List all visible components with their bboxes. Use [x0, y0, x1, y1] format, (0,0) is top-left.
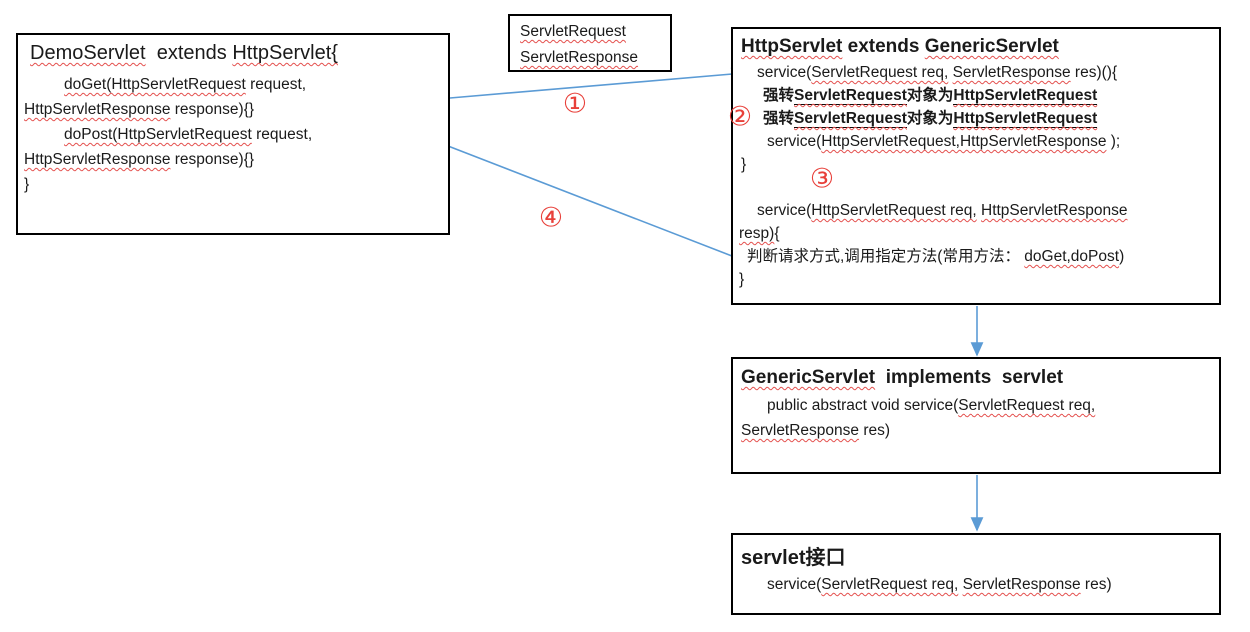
- underlined-term: DemoServlet: [30, 42, 146, 64]
- code-line: HttpServletResponse response){}: [18, 147, 448, 172]
- underlined-term: resp): [739, 225, 775, 242]
- text-run: }: [24, 176, 30, 193]
- text-run: );: [1106, 133, 1121, 150]
- text-run: extends: [145, 42, 233, 64]
- box-servlet-interface-title: servlet接口: [733, 535, 1219, 572]
- underlined-term: ServletRequest req,: [811, 64, 949, 81]
- box-genericservlet-title: GenericServlet implements servlet: [733, 359, 1219, 393]
- box-httpservlet-title: HttpServlet extends GenericServlet: [733, 29, 1219, 61]
- underlined-term: ServletResponse: [741, 422, 860, 439]
- code-line: 强转ServletRequest对象为HttpServletRequest: [733, 107, 1219, 130]
- underlined-term: ServletResponse: [962, 576, 1081, 593]
- text-run: res)(){: [1070, 64, 1118, 81]
- code-line: }: [18, 172, 448, 197]
- underlined-term: ServletResponse: [952, 64, 1071, 81]
- step-number-4: ④: [538, 202, 564, 234]
- code-line: service(HttpServletRequest,HttpServletRe…: [733, 130, 1219, 153]
- text-run: implements servlet: [875, 367, 1064, 388]
- underlined-term: HttpServletResponse: [981, 202, 1128, 219]
- underlined-term: HttpServletResponse: [24, 101, 171, 118]
- text-run: service(: [767, 576, 822, 593]
- text-run: 强转: [763, 87, 795, 104]
- text-run: 对象为: [906, 110, 954, 127]
- box-demoservlet: DemoServlet extends HttpServlet{ doGet(H…: [16, 33, 450, 235]
- text-run: 判断请求方式,调用指定方法(常用方法：: [747, 248, 1025, 265]
- text-run: response){}: [170, 101, 255, 118]
- box-genericservlet-body: public abstract void service(ServletRequ…: [733, 393, 1219, 443]
- text-run: request,: [251, 126, 313, 143]
- text-run: }: [739, 271, 745, 288]
- underlined-term: HttpServletRequest,HttpServletResponse: [821, 133, 1107, 150]
- underlined-term: ServletRequest req,: [821, 576, 959, 593]
- text-run: service(: [757, 64, 812, 81]
- underlined-term: GenericServlet: [924, 36, 1059, 57]
- code-line: resp){: [733, 222, 1219, 245]
- underlined-term: HttpServletRequest: [953, 110, 1098, 128]
- code-line: service(HttpServletRequest req, HttpServ…: [733, 199, 1219, 222]
- underlined-term: HttpServlet{: [232, 42, 338, 64]
- underlined-term: ServletRequest: [794, 87, 907, 105]
- code-line: 判断请求方式,调用指定方法(常用方法： doGet,doPost): [733, 245, 1219, 268]
- step-number-2: ②: [727, 101, 753, 133]
- underlined-term: ServletRequest: [520, 23, 626, 40]
- code-line: }: [733, 268, 1219, 291]
- box-httpservlet: HttpServlet extends GenericServlet servi…: [731, 27, 1221, 305]
- box-genericservlet: GenericServlet implements servlet public…: [731, 357, 1221, 474]
- arrow-step1-demo-to-httpservlet: [449, 67, 746, 99]
- underlined-term: HttpServletResponse: [24, 151, 171, 168]
- box-demoservlet-title: DemoServlet extends HttpServlet{: [18, 35, 448, 72]
- underlined-term: ServletRequest req,: [958, 397, 1096, 414]
- code-line: service(ServletRequest req, ServletRespo…: [733, 572, 1219, 597]
- code-line: ServletResponse: [510, 45, 670, 71]
- text-run: 对象为: [906, 87, 954, 104]
- underlined-term: GenericServlet: [741, 367, 876, 388]
- text-run: service(: [767, 133, 822, 150]
- box-demoservlet-body: doGet(HttpServletRequest request,HttpSer…: [18, 72, 448, 197]
- text-run: 强转: [763, 110, 795, 127]
- underlined-term: HttpServletRequest: [953, 87, 1098, 105]
- text-run: extends: [842, 36, 925, 57]
- code-line: [733, 176, 1219, 199]
- underlined-term: doPost(HttpServletRequest: [64, 126, 252, 143]
- text-run: }: [741, 156, 747, 173]
- code-line: service(ServletRequest req, ServletRespo…: [733, 61, 1219, 84]
- box-httpservlet-body: service(ServletRequest req, ServletRespo…: [733, 61, 1219, 291]
- text-run: service(: [757, 202, 812, 219]
- text-run: res): [1080, 576, 1112, 593]
- underlined-term: HttpServlet: [741, 36, 843, 57]
- code-line: ServletRequest: [510, 19, 670, 45]
- text-run: {: [774, 225, 780, 242]
- code-line: 强转ServletRequest对象为HttpServletRequest: [733, 84, 1219, 107]
- code-line: HttpServletResponse response){}: [18, 97, 448, 122]
- code-line: }: [733, 153, 1219, 176]
- underlined-term: doGet(HttpServletRequest: [64, 76, 246, 93]
- box-servlet-interface-body: service(ServletRequest req, ServletRespo…: [733, 572, 1219, 597]
- underlined-term: ServletRequest: [794, 110, 907, 128]
- code-line: doGet(HttpServletRequest request,: [18, 72, 448, 97]
- code-line: doPost(HttpServletRequest request,: [18, 122, 448, 147]
- code-line: public abstract void service(ServletRequ…: [733, 393, 1219, 418]
- text-run: request,: [245, 76, 307, 93]
- underlined-term: ServletResponse: [520, 49, 639, 66]
- text-run: ): [1119, 248, 1125, 265]
- code-line: ServletResponse res): [733, 418, 1219, 443]
- underlined-term: HttpServletRequest req,: [811, 202, 977, 219]
- underlined-term: doGet,doPost: [1024, 248, 1120, 265]
- text-run: response){}: [170, 151, 255, 168]
- step-number-1: ①: [562, 88, 588, 120]
- text-run: res): [859, 422, 891, 439]
- text-run: public abstract void service(: [767, 397, 959, 414]
- step-number-3: ③: [809, 163, 835, 195]
- box-servlet-interface: servlet接口 service(ServletRequest req, Se…: [731, 533, 1221, 615]
- text-run: servlet接口: [741, 547, 846, 569]
